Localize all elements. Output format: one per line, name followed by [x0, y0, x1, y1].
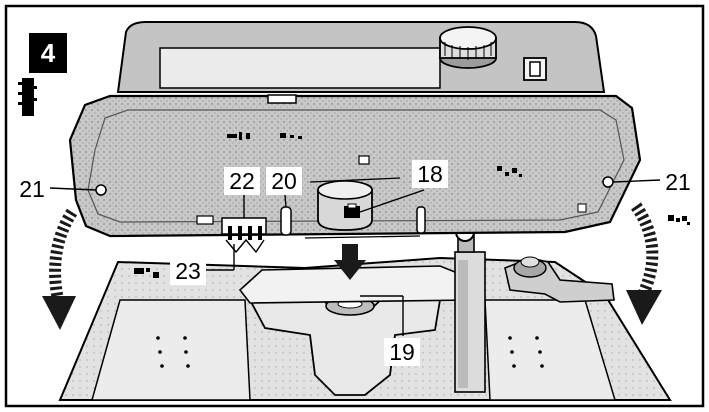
- right-rotation-arrow-icon: [626, 202, 662, 325]
- connector-block-icon: [221, 217, 267, 254]
- callout-23: 23: [175, 258, 201, 284]
- callout-18: 18: [417, 161, 443, 187]
- upper-housing: [68, 21, 642, 254]
- callout-20: 20: [271, 168, 297, 194]
- lower-tank: [58, 222, 672, 401]
- screw-hole-right-icon: [602, 176, 614, 188]
- device-glyph-icon: [18, 78, 37, 116]
- screw-hole-left-icon: [95, 184, 107, 196]
- callout-19: 19: [389, 339, 415, 365]
- callout-22: 22: [229, 168, 255, 194]
- rotary-knob-icon: [439, 26, 497, 50]
- small-mark-right: [668, 215, 690, 225]
- callout-lines: [49, 179, 661, 336]
- callout-21-right: 21: [665, 169, 691, 195]
- callout-21-left: 21: [19, 176, 45, 202]
- callout-labels: 21 21 22 20 18 23 19: [14, 160, 696, 366]
- sensor-connector-icon: [344, 206, 360, 218]
- left-rotation-arrow-icon: [42, 208, 78, 330]
- down-arrow-icon: [334, 244, 366, 280]
- step-badge: 4: [29, 33, 67, 73]
- step-number: 4: [41, 38, 56, 68]
